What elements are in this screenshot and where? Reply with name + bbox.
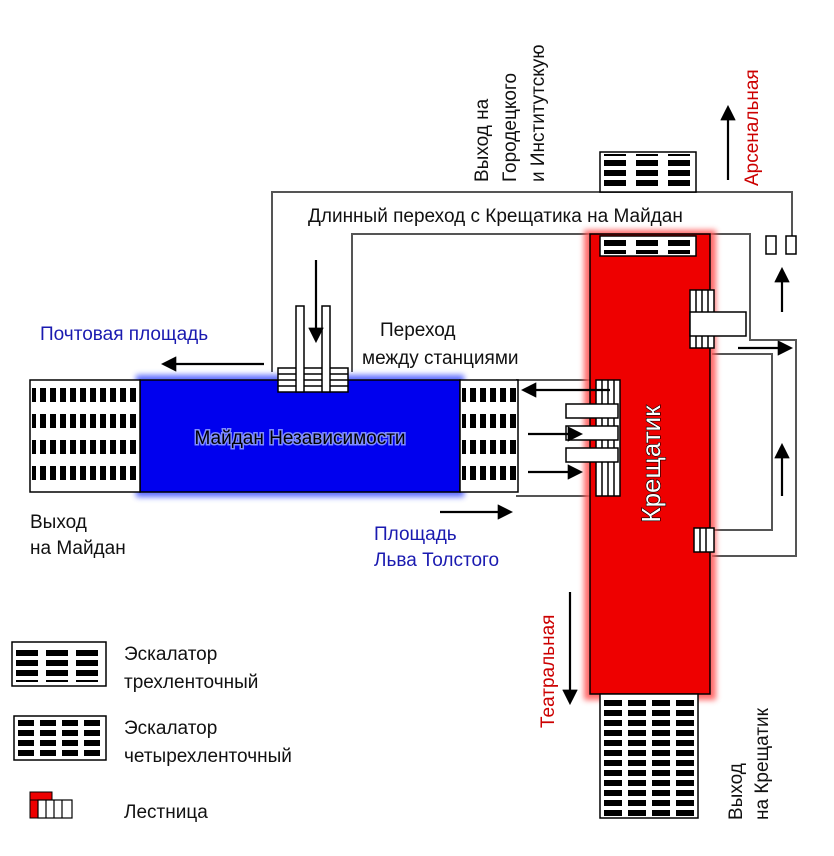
legend-stairs-label: Лестница: [124, 802, 208, 823]
exit-gorodetsky-line3: и Институтскую: [528, 44, 549, 182]
exit-gorodetsky: Выход на Городецкого и Институтскую: [472, 44, 549, 182]
transfer-stairs: [565, 379, 621, 497]
exit-maidan-line1: Выход: [30, 512, 87, 533]
legend-escalator3-line2: трехленточный: [124, 672, 258, 693]
exit-gorodetsky-line2: Городецкого: [500, 73, 521, 182]
transfer-label-line1: Переход: [380, 320, 455, 341]
maidan-west-escalator: [29, 379, 141, 493]
exit-kreschatik: Выход на Крещатик: [726, 707, 773, 820]
kreschatik-south-escalator: [599, 693, 699, 819]
legend-escalator4-line2: четырехленточный: [124, 746, 292, 767]
kreschatik-north-escalator: [599, 151, 697, 257]
long-passage-label: Длинный переход с Крещатика на Майдан: [308, 206, 683, 227]
exit-teatralnaya: Театральная: [538, 615, 559, 728]
kreschatik-east-stairs: [689, 235, 797, 553]
maidan-east-escalator: [459, 379, 519, 493]
legend: Эскалатор трехленточный Эскалатор четыре…: [11, 641, 292, 823]
maidan-stairs: [277, 305, 349, 393]
exit-tolstoy-line1: Площадь: [374, 524, 457, 545]
maidan-station-name: Майдан Независимости: [194, 428, 405, 449]
exit-gorodetsky-line1: Выход на: [472, 98, 493, 182]
exit-maidan-line2: на Майдан: [30, 538, 126, 559]
direction-arrows: [160, 104, 794, 706]
long-passage: [271, 191, 797, 557]
kreschatik-station-name: Крещатик: [636, 405, 666, 523]
exit-tolstoy-line2: Льва Толстого: [374, 550, 499, 571]
maidan-station: [136, 375, 464, 497]
exit-arsenalnaya: Арсенальная: [742, 69, 763, 186]
legend-stairs-symbol: [29, 791, 73, 819]
legend-escalator4-line1: Эскалатор: [124, 718, 217, 739]
legend-escalator3-symbol: [11, 641, 107, 687]
exit-pochtovaya: Почтовая площадь: [40, 324, 208, 345]
legend-escalator4-symbol: [13, 715, 107, 761]
legend-escalator3-line1: Эскалатор: [124, 644, 217, 665]
exit-kreschatik-line1: Выход: [726, 763, 747, 820]
transfer-label-line2: между станциями: [362, 348, 519, 369]
exit-kreschatik-line2: на Крещатик: [752, 707, 773, 820]
